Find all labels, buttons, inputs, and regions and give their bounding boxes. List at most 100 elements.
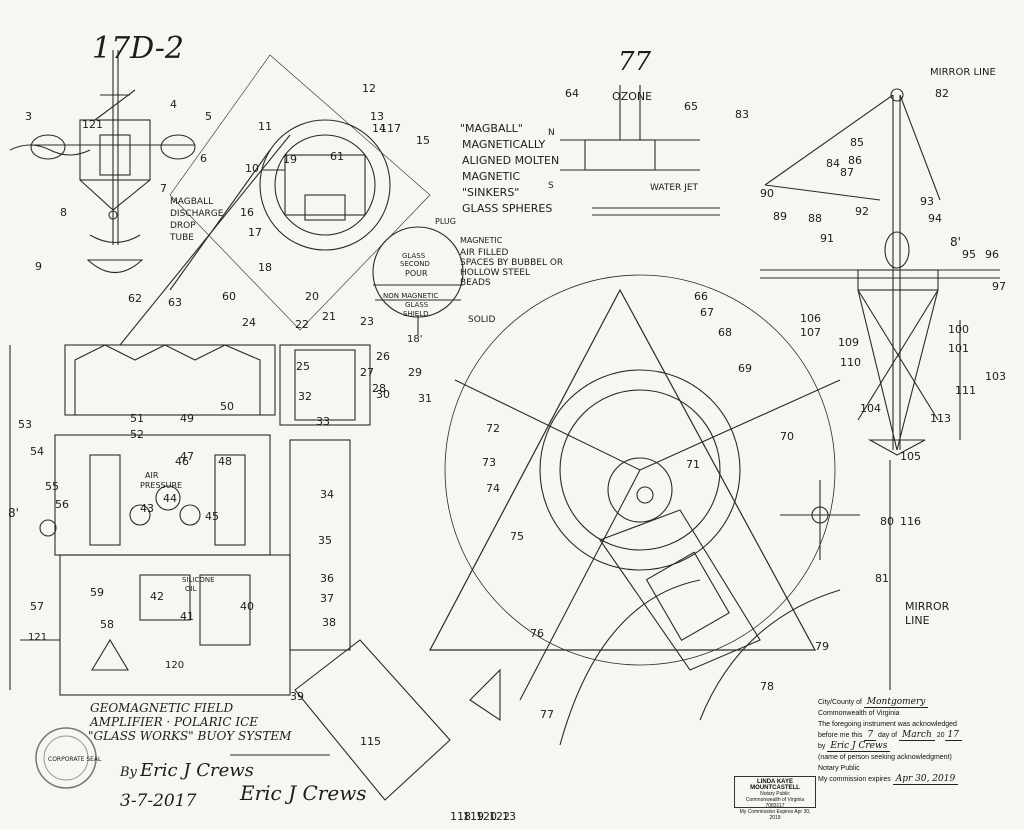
title-line-2: AMPLIFIER · POLARIC ICE [89,715,258,729]
reference-number: 38 [322,616,336,629]
reference-number: 33 [316,415,330,428]
title-line-1: GEOMAGNETIC FIELD [90,701,234,715]
reference-number: 57 [30,600,44,613]
note-line-6: GLASS SPHERES [462,202,552,215]
main-tank-assembly [9,134,371,696]
reference-number: 68 [718,326,732,339]
note-line-1: "MAGBALL" [460,122,523,135]
reference-number: 83 [735,108,749,121]
reference-number: 76 [530,627,544,640]
reference-number: 51 [130,412,144,425]
notary-day-of: day of [878,732,898,739]
notary-month-value: March [899,730,935,741]
reference-number: 110 [840,356,861,369]
note-line-4: MAGNETIC [462,170,520,183]
reference-number: 106 [800,312,821,325]
ozone-label: OZONE [612,90,652,103]
reference-number: 25 [296,360,310,373]
reference-number: 63 [168,296,182,309]
reference-number: 101 [948,342,969,355]
notary-year-label: 20 [936,732,945,739]
dimension-8ft-right: 8' [950,235,961,249]
reference-number: 3 [25,110,32,123]
plug-label: PLUG [435,217,456,226]
dimension-18ft: 18' [407,334,422,345]
reference-number: 74 [486,482,500,495]
reference-number: 111 [955,384,976,397]
reference-number: 5 [205,110,212,123]
reference-number: 70 [780,430,794,443]
reference-number: 119 [463,810,484,823]
reference-number: 82 [935,87,949,100]
stamp-title: Notary Public [760,791,790,797]
reference-number: 12 [362,82,376,95]
nonmag-label-2: GLASS [405,301,429,309]
reference-number: 60 [222,290,236,303]
reference-number: 89 [773,210,787,223]
reference-number: 113 [930,412,951,425]
reference-number: 97 [992,280,1006,293]
silicone-label: SILICONE [182,576,215,584]
reference-number: 90 [760,187,774,200]
glass-sphere-figure [372,226,464,335]
reference-number: 87 [840,166,854,179]
mirror-label-right: MIRROR [905,600,950,613]
notary-county-label: City/County of [818,699,862,706]
by-label: By [119,765,138,780]
reference-number: 105 [900,450,921,463]
reference-number: 104 [860,402,881,415]
title-block: GEOMAGNETIC FIELD AMPLIFIER · POLARIC IC… [88,701,367,811]
reference-number: 27 [360,366,374,379]
reference-number: 46 [175,455,189,468]
reference-number: 16 [240,206,254,219]
sensor-head-figure [169,54,431,331]
buoy-figure-top-left [9,50,196,273]
notary-name-note: (name of person seeking acknowledgment) [818,754,952,761]
reference-number: 10 [245,162,259,175]
note-line-5: "SINKERS" [462,186,519,199]
reference-number: 122 [489,810,510,823]
reference-number: 100 [948,323,969,336]
reference-number: 35 [318,534,332,547]
reference-number: 92 [855,205,869,218]
reference-number: 21 [322,310,336,323]
reference-number: 22 [295,318,309,331]
glass-label-2: SECOND [400,260,430,268]
south-pole-label: S [548,181,554,191]
sphere-note-2: AIR FILLED [460,248,508,258]
reference-number: 40 [240,600,254,613]
reference-number: 72 [486,422,500,435]
sphere-note-4: HOLLOW STEEL [460,268,530,278]
stamp-reg: 7083117 [765,803,785,809]
reference-number: 77 [540,708,554,721]
reference-number: 62 [128,292,142,305]
dimension-121: 121 [28,632,47,643]
sphere-note-5: BEADS [460,278,491,288]
sphere-note-1: MAGNETIC [460,236,503,245]
signature-2: Eric J Crews [239,781,367,805]
reference-number: 18 [258,261,272,274]
reference-number: 58 [100,618,114,631]
reference-number: 80 [880,515,894,528]
reference-number: 45 [205,510,219,523]
notary-stamp: LINDA KAYE MOUNTCASTELL Notary Public Co… [734,776,816,821]
reference-number: 120 [476,810,497,823]
reference-number: 118 [450,810,471,823]
reference-number: 54 [30,445,44,458]
reference-number: 56 [55,498,69,511]
notary-by-label: by [818,743,826,750]
reference-number: 91 [820,232,834,245]
reference-number: 9 [35,260,42,273]
reference-number: 117 [380,122,401,135]
reference-number: 30 [376,388,390,401]
nonmag-label-3: SHIELD [403,310,428,318]
notary-commonwealth: Commonwealth of Virginia [818,710,900,717]
reference-number: 43 [140,502,154,515]
reference-number: 85 [850,136,864,149]
reference-number: 78 [760,680,774,693]
reference-number: 109 [838,336,859,349]
reference-number: 65 [684,100,698,113]
